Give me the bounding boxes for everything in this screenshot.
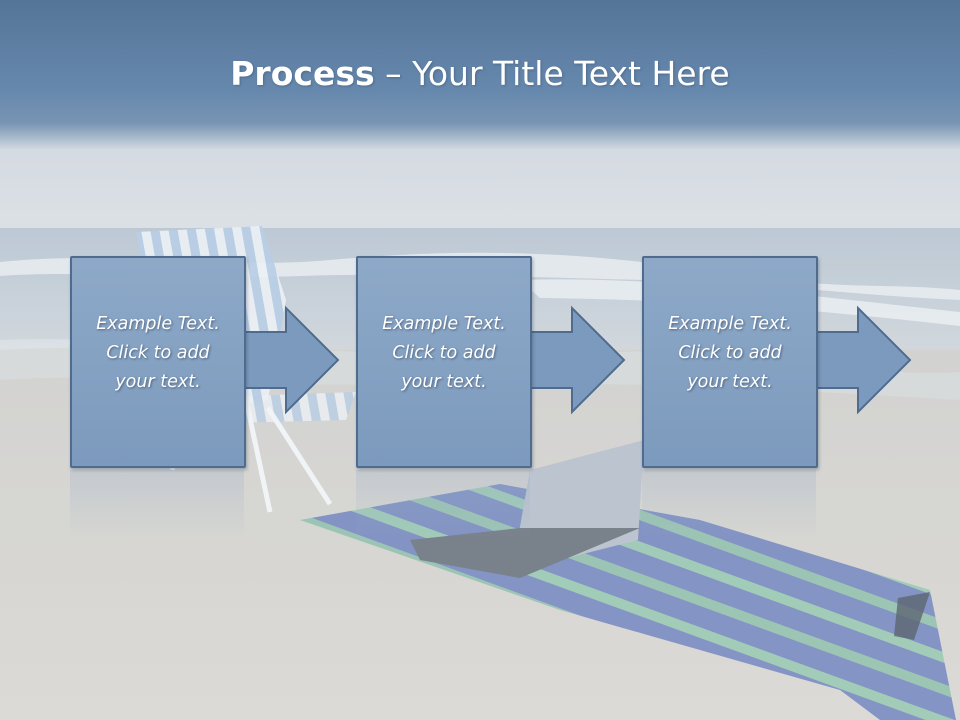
process-step-2[interactable]: Example Text. Click to add your text.: [356, 256, 626, 468]
title-band: [0, 0, 960, 150]
step-2-arrow-icon: [525, 305, 626, 415]
title-rest-text: – Your Title Text Here: [374, 54, 730, 93]
step-2-reflection: [356, 470, 530, 540]
process-step-1[interactable]: Example Text. Click to add your text.: [70, 256, 340, 468]
slide-title[interactable]: Process – Your Title Text Here: [0, 52, 960, 96]
step-1-arrow-icon: [239, 305, 340, 415]
process-step-3[interactable]: Example Text. Click to add your text.: [642, 256, 912, 468]
step-2-text[interactable]: Example Text. Click to add your text.: [382, 314, 506, 392]
step-3-reflection: [642, 470, 816, 540]
step-3-box: [642, 256, 818, 468]
step-3-arrow-icon: [811, 305, 912, 415]
step-2-box: [356, 256, 532, 468]
step-1-reflection: [70, 470, 244, 540]
step-1-text[interactable]: Example Text. Click to add your text.: [96, 314, 220, 392]
title-bold-text: Process: [230, 54, 375, 93]
step-3-text[interactable]: Example Text. Click to add your text.: [668, 314, 792, 392]
step-1-box: [70, 256, 246, 468]
